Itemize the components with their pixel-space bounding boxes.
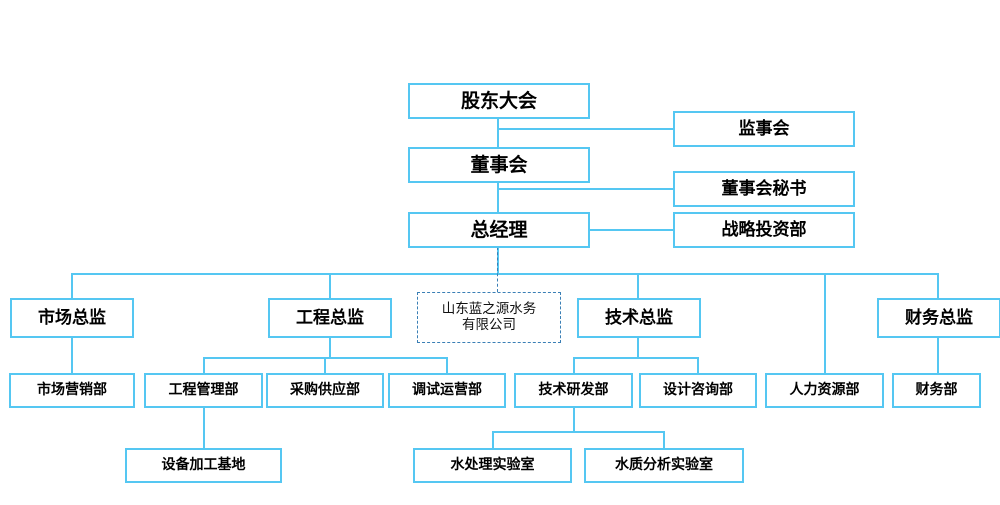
connector-bus-to-company-name: [497, 247, 498, 292]
node-general-manager[interactable]: 总经理: [408, 212, 590, 248]
connector-branch-to-water-quality-lab: [663, 431, 665, 448]
node-market-director[interactable]: 市场总监: [10, 298, 134, 338]
connector-bus-to-hr-dept: [824, 273, 826, 373]
connector-engineering-mgmt-to-equipment-base: [203, 408, 205, 448]
node-marketing-dept[interactable]: 市场营销部: [9, 373, 135, 408]
connector-finance-director-to-dept: [937, 338, 939, 373]
connector-branch-to-commissioning: [446, 357, 448, 373]
node-equipment-base[interactable]: 设备加工基地: [125, 448, 282, 483]
node-tech-rd-dept[interactable]: 技术研发部: [514, 373, 633, 408]
node-board-secretary[interactable]: 董事会秘书: [673, 171, 855, 207]
node-water-treatment-lab[interactable]: 水处理实验室: [413, 448, 572, 483]
connector-branch-to-tech-rd: [573, 357, 575, 373]
connector-bus-to-finance-director: [937, 273, 939, 298]
node-design-consulting-dept[interactable]: 设计咨询部: [639, 373, 757, 408]
node-hr-dept[interactable]: 人力资源部: [765, 373, 884, 408]
connector-labs-branch-bar: [492, 431, 665, 433]
node-water-quality-lab[interactable]: 水质分析实验室: [584, 448, 744, 483]
connector-bus-to-technical-director: [637, 273, 639, 298]
node-procurement-supply-dept[interactable]: 采购供应部: [266, 373, 384, 408]
connector-shareholders-to-board: [497, 118, 499, 148]
node-strategic-investment-dept[interactable]: 战略投资部: [673, 212, 855, 248]
connector-market-director-to-dept: [71, 338, 73, 373]
connector-branch-to-procurement: [324, 357, 326, 373]
node-commissioning-ops-dept[interactable]: 调试运营部: [388, 373, 506, 408]
node-finance-dept[interactable]: 财务部: [892, 373, 981, 408]
node-engineering-director[interactable]: 工程总监: [268, 298, 392, 338]
node-supervisory-board[interactable]: 监事会: [673, 111, 855, 147]
connector-technical-director-down: [637, 338, 639, 358]
connector-branch-to-water-treatment-lab: [492, 431, 494, 448]
connector-branch-to-design-consulting: [697, 357, 699, 373]
connector-board-to-secretary: [497, 188, 675, 190]
node-shareholders-meeting[interactable]: 股东大会: [408, 83, 590, 119]
node-engineering-mgmt-dept[interactable]: 工程管理部: [144, 373, 263, 408]
connector-gm-to-strategic: [588, 229, 675, 231]
connector-branch-to-engineering-mgmt: [203, 357, 205, 373]
connector-shareholders-to-supervisory: [497, 128, 675, 130]
connector-tech-rd-down: [573, 408, 575, 432]
connector-gm-to-bus: [497, 247, 499, 275]
node-finance-director[interactable]: 财务总监: [877, 298, 1000, 338]
connector-board-to-gm: [497, 182, 499, 213]
node-technical-director[interactable]: 技术总监: [577, 298, 701, 338]
connector-bus-to-engineering-director: [329, 273, 331, 298]
node-board-of-directors[interactable]: 董事会: [408, 147, 590, 183]
connector-technical-branch-bar: [573, 357, 699, 359]
connector-bus-to-market-director: [71, 273, 73, 298]
node-company-name: 山东蓝之源水务 有限公司: [417, 292, 561, 343]
connector-engineering-director-down: [329, 338, 331, 358]
connector-director-bus: [71, 273, 939, 275]
